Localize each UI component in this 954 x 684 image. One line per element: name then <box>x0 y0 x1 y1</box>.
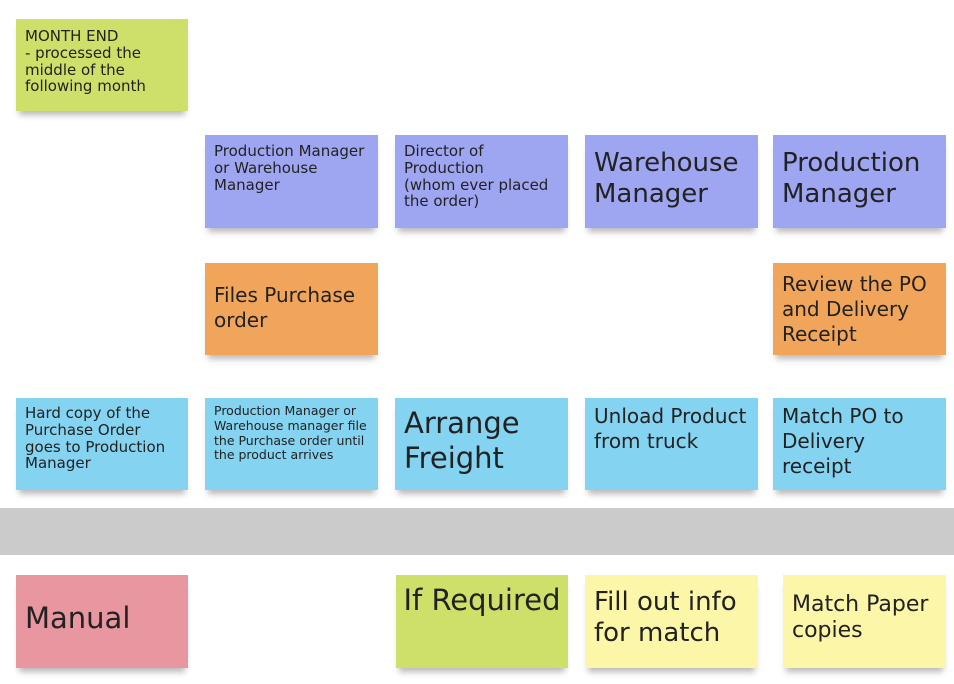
sticky-note-text: Match PO to Delivery receipt <box>782 404 904 478</box>
sticky-note-if-required[interactable]: If Required <box>396 575 568 668</box>
divider-band <box>0 508 954 555</box>
sticky-note-review-po[interactable]: Review the PO and Delivery Receipt <box>773 263 946 355</box>
sticky-note-text: MONTH END - processed the middle of the … <box>25 27 146 96</box>
sticky-note-text: Review the PO and Delivery Receipt <box>782 272 927 346</box>
sticky-note-text: Unload Product from truck <box>594 404 747 453</box>
sticky-note-manager-file-po[interactable]: Production Manager or Warehouse manager … <box>205 398 378 490</box>
sticky-note-month-end[interactable]: MONTH END - processed the middle of the … <box>16 19 188 111</box>
sticky-note-match-po[interactable]: Match PO to Delivery receipt <box>773 398 946 490</box>
sticky-note-role-warehouse-manager[interactable]: Warehouse Manager <box>585 135 758 228</box>
sticky-note-text: Fill out info for match <box>594 587 737 649</box>
sticky-note-text: Production Manager or Warehouse Manager <box>214 142 365 194</box>
sticky-note-hard-copy[interactable]: Hard copy of the Purchase Order goes to … <box>16 398 188 490</box>
sticky-note-files-purchase-order[interactable]: Files Purchase order <box>205 263 378 355</box>
sticky-note-manual[interactable]: Manual <box>16 575 188 668</box>
sticky-note-text: If Required <box>403 583 561 617</box>
sticky-note-unload-product[interactable]: Unload Product from truck <box>585 398 758 490</box>
sticky-note-text: Director of Production (whom ever placed… <box>404 142 549 211</box>
sticky-note-text: Hard copy of the Purchase Order goes to … <box>25 404 166 473</box>
sticky-note-text: Files Purchase order <box>214 283 356 332</box>
sticky-note-fill-out-info[interactable]: Fill out info for match <box>585 575 758 668</box>
sticky-note-role-production-manager[interactable]: Production Manager <box>773 135 946 228</box>
sticky-note-role-director[interactable]: Director of Production (whom ever placed… <box>395 135 568 228</box>
sticky-note-role-production-or-warehouse[interactable]: Production Manager or Warehouse Manager <box>205 135 378 228</box>
sticky-note-text: Production Manager <box>782 148 921 210</box>
sticky-note-text: Arrange Freight <box>404 406 520 476</box>
sticky-note-text: Production Manager or Warehouse manager … <box>214 403 367 463</box>
sticky-note-text: Manual <box>25 601 131 635</box>
sticky-note-text: Warehouse Manager <box>594 148 739 210</box>
sticky-note-arrange-freight[interactable]: Arrange Freight <box>395 398 568 490</box>
sticky-note-text: Match Paper copies <box>792 592 929 644</box>
sticky-note-match-paper-copies[interactable]: Match Paper copies <box>783 575 946 668</box>
